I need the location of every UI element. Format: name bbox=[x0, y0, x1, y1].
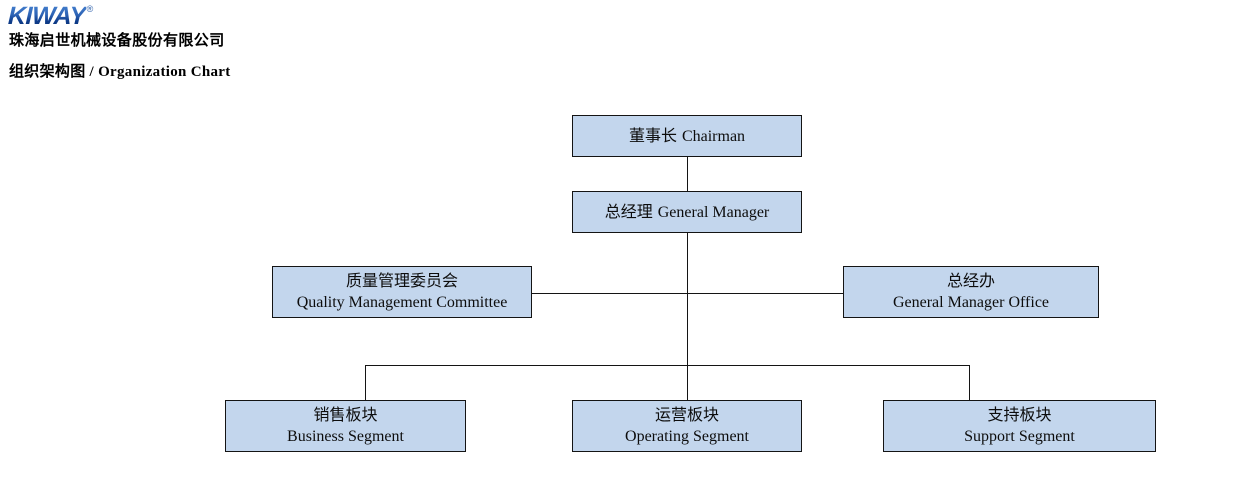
node-business-segment-label-en: Business Segment bbox=[287, 428, 404, 445]
node-operating-segment-label-en: Operating Segment bbox=[625, 428, 749, 445]
node-business-segment-label-cn: 销售板块 bbox=[313, 407, 378, 424]
node-general-manager-office[interactable]: 总经办 General Manager Office bbox=[843, 266, 1099, 318]
node-quality-management-committee[interactable]: 质量管理委员会 Quality Management Committee bbox=[272, 266, 532, 318]
connector-chairman-to-gm bbox=[686, 157, 688, 192]
node-support-segment-label-en: Support Segment bbox=[964, 428, 1075, 445]
connector-drop-business bbox=[365, 365, 367, 401]
node-support-segment[interactable]: 支持板块 Support Segment bbox=[883, 400, 1156, 452]
kiway-logo: KIWAY® bbox=[8, 2, 94, 30]
node-operating-segment[interactable]: 运营板块 Operating Segment bbox=[572, 400, 802, 452]
node-chairman[interactable]: 董事长 Chairman bbox=[572, 115, 802, 157]
node-chairman-label-en: Chairman bbox=[681, 127, 746, 145]
connector-bottom-bus bbox=[365, 365, 970, 367]
node-general-manager-office-label-en: General Manager Office bbox=[892, 294, 1050, 311]
node-chairman-label-cn: 董事长 bbox=[628, 127, 677, 145]
node-quality-management-committee-label-cn: 质量管理委员会 bbox=[345, 273, 458, 290]
registered-trademark-icon: ® bbox=[86, 4, 94, 14]
page-title: 组织架构图 / Organization Chart bbox=[9, 64, 231, 80]
node-operating-segment-label-cn: 运营板块 bbox=[654, 407, 719, 424]
node-business-segment[interactable]: 销售板块 Business Segment bbox=[225, 400, 466, 452]
node-general-manager[interactable]: 总经理 General Manager bbox=[572, 191, 802, 233]
node-general-manager-label-cn: 总经理 bbox=[604, 203, 653, 221]
company-name: 珠海启世机械设备股份有限公司 bbox=[9, 33, 225, 49]
connector-drop-support bbox=[969, 365, 971, 401]
connector-drop-operating bbox=[686, 365, 688, 401]
node-quality-management-committee-label-en: Quality Management Committee bbox=[296, 294, 508, 311]
node-general-manager-label-en: General Manager bbox=[657, 203, 770, 221]
connector-gm-trunk bbox=[686, 232, 688, 366]
node-support-segment-label-cn: 支持板块 bbox=[987, 407, 1052, 424]
connector-staff-horizontal bbox=[532, 292, 843, 294]
node-general-manager-office-label-cn: 总经办 bbox=[946, 273, 995, 290]
